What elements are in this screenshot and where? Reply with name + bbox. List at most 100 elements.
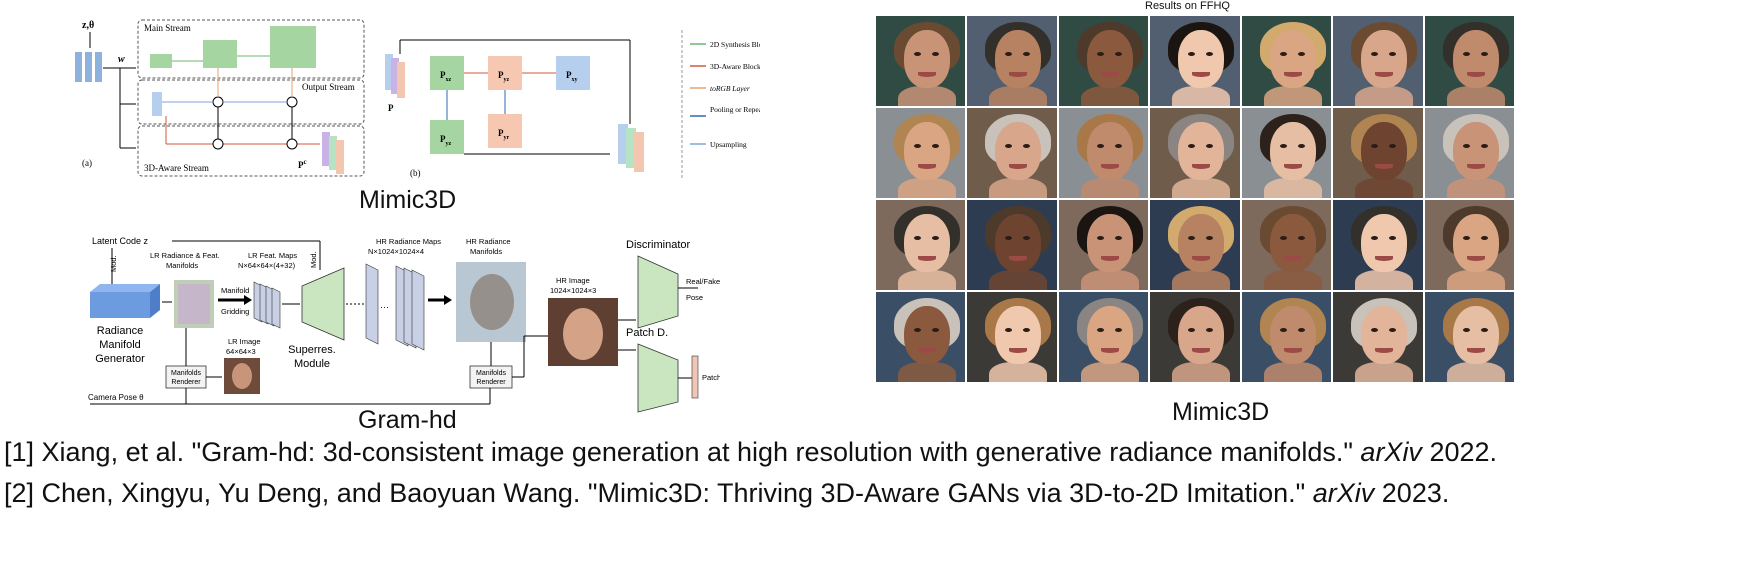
face-thumbnail: [1425, 292, 1514, 382]
face-thumbnail: [1333, 16, 1422, 106]
synth-block-2: [203, 40, 237, 68]
pc-label: Pc: [298, 158, 307, 170]
main-stream-label: Main Stream: [144, 23, 191, 33]
p-block-xr: [430, 120, 464, 154]
legend-pooling: Pooling or Repeating along z: [710, 105, 760, 114]
triplane-2: [329, 136, 337, 170]
lr-feature-maps: [254, 282, 280, 328]
lr-feat-dim: N×64×64×(4+32): [238, 261, 296, 270]
hr-manifolds-label: HR Radiance: [466, 237, 511, 246]
mod-label: Mod.: [109, 255, 118, 272]
face-thumbnail: [967, 108, 1056, 198]
results-figure-caption: Mimic3D: [1172, 398, 1269, 427]
legend-synthesis: 2D Synthesis Block: [710, 40, 760, 49]
superres-module-shape: [302, 268, 344, 340]
face-thumbnail: [1150, 108, 1239, 198]
gridding-arrow-head: [244, 295, 252, 305]
p-label: P: [388, 103, 394, 113]
panel-b-label: (b): [410, 168, 421, 178]
face-thumbnail: [876, 108, 965, 198]
face-thumbnail: [876, 292, 965, 382]
mapping-bar-3: [95, 52, 102, 82]
face-thumbnail: [967, 292, 1056, 382]
generator-label-3: Generator: [95, 353, 145, 365]
p-block-yz: [488, 56, 522, 90]
mod-label-2: Mod.: [309, 251, 318, 268]
triplane-1: [322, 132, 330, 166]
patch-rf-label: Patch R/F: [702, 373, 720, 382]
face-thumbnail: [1150, 16, 1239, 106]
renderer-2-label-1: Manifolds: [476, 370, 506, 377]
camera-pose-label: Camera Pose θ: [88, 393, 144, 402]
hr-image-label: HR Image: [556, 276, 590, 285]
rgb-block: [152, 92, 162, 116]
face-thumbnail: [1425, 200, 1514, 290]
legend-torgb: toRGB Layer: [710, 84, 750, 93]
face-thumbnail: [876, 200, 965, 290]
mapping-bar-1: [75, 52, 82, 82]
aware-stream-label: 3D-Aware Stream: [144, 163, 209, 173]
hr-image-face: [563, 308, 603, 360]
mimic3d-figure-caption: Mimic3D: [359, 186, 456, 215]
face-thumbnail: [1333, 200, 1422, 290]
generator-label-1: Radiance: [97, 325, 143, 337]
face-thumbnail: [1242, 108, 1331, 198]
face-thumbnail: [1242, 16, 1331, 106]
sum-node-4: [287, 139, 297, 149]
hr-maps-label: HR Radiance Maps: [376, 237, 441, 246]
gramhd-architecture-figure: Latent Code z Mod. Radiance Manifold Gen…: [80, 228, 720, 418]
superres-label-1: Superres.: [288, 344, 336, 356]
panel-a-label: (a): [82, 158, 92, 168]
hr-image-dim: 1024×1024×3: [550, 286, 596, 295]
lr-image-dim: 64×64×3: [226, 347, 256, 356]
p-block-xy: [556, 56, 590, 90]
patch-d-label: Patch D.: [626, 327, 668, 339]
mapping-bar-2: [85, 52, 92, 82]
lr-image-face: [232, 363, 252, 389]
renderer-1-label-1: Manifolds: [171, 370, 201, 377]
face-thumbnail: [1059, 16, 1148, 106]
hr-maps-dim: N×1024×1024×4: [368, 247, 424, 256]
gramhd-figure-caption: Gram-hd: [358, 406, 457, 435]
out-stack-3: [634, 132, 644, 172]
generator-block: [90, 284, 160, 318]
legend-upsampling: Upsampling: [710, 140, 747, 149]
face-thumbnail: [876, 16, 965, 106]
generator-label-2: Manifold: [99, 339, 141, 351]
renderer-2-label-2: Renderer: [476, 379, 506, 386]
face-thumbnail: [1059, 292, 1148, 382]
p-stack-3: [397, 62, 405, 98]
mimic3d-architecture-figure: z,θ w Main Stream Output Stream 3D-Aware…: [70, 8, 760, 183]
patch-d-shape: [638, 344, 678, 412]
p-block-xz: [430, 56, 464, 90]
lr-manifold-overlay: [178, 284, 210, 324]
sum-node-3: [213, 139, 223, 149]
lr-feat-label: LR Feat. Maps: [248, 251, 297, 260]
discriminator-label: Discriminator: [626, 239, 691, 251]
lr-radiance-label-2: Manifolds: [166, 261, 198, 270]
real-fake-label: Real/Fake: [686, 277, 720, 286]
synth-block-3: [270, 26, 316, 68]
face-thumbnail: [1425, 16, 1514, 106]
hr-maps-ellipsis: ···: [380, 302, 389, 312]
p-block-yr: [488, 114, 522, 148]
legend-aware: 3D-Aware Block: [710, 62, 760, 71]
face-thumbnail: [1333, 108, 1422, 198]
results-face-grid: [875, 15, 1515, 383]
input-label: z,θ: [82, 20, 94, 31]
pose-label: Pose: [686, 293, 703, 302]
face-thumbnail: [1333, 292, 1422, 382]
w-label: w: [118, 54, 125, 65]
lr-image-label: LR Image: [228, 337, 261, 346]
hr-radiance-maps: [366, 264, 424, 350]
hr-manifolds-label-2: Manifolds: [470, 247, 502, 256]
gridding-label: Gridding: [221, 307, 249, 316]
reference-1: [1] Xiang, et al. "Gram-hd: 3d-consisten…: [4, 437, 1497, 468]
face-thumbnail: [1059, 108, 1148, 198]
reference-2: [2] Chen, Xingyu, Yu Deng, and Baoyuan W…: [4, 478, 1449, 509]
legend: 2D Synthesis Block 3D-Aware Block toRGB …: [690, 40, 760, 149]
sum-node-1: [213, 97, 223, 107]
discriminator-shape: [638, 256, 678, 328]
renderer-1-label-2: Renderer: [171, 379, 201, 386]
output-stream-label: Output Stream: [302, 82, 355, 92]
